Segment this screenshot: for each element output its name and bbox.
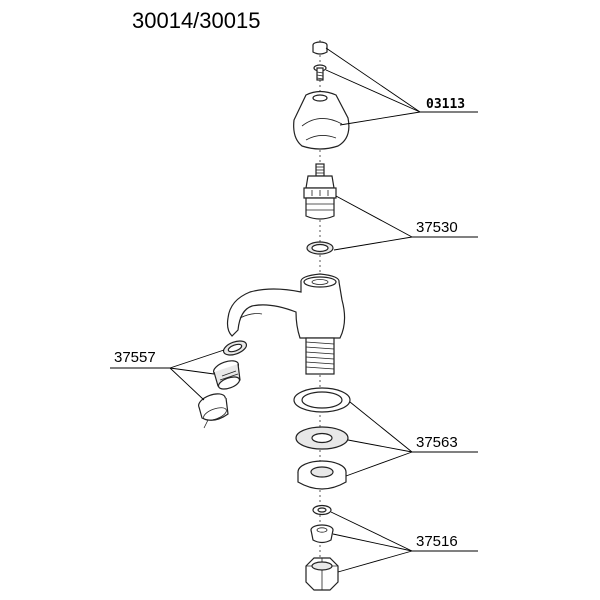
cartridge-part bbox=[303, 163, 337, 220]
hex-nut-part bbox=[305, 557, 339, 591]
part-number-03113: 03113 bbox=[426, 97, 465, 112]
flange-nut-part bbox=[297, 460, 347, 490]
large-washer-part bbox=[293, 387, 351, 413]
diagram-title: 30014/30015 bbox=[132, 8, 260, 33]
cartridge-washer-part bbox=[306, 241, 334, 255]
flat-washer-part bbox=[295, 426, 349, 450]
tap-body-part bbox=[226, 273, 346, 375]
small-washer-part bbox=[312, 504, 332, 516]
leader-37530 bbox=[333, 195, 478, 251]
cone-washer-part bbox=[310, 524, 334, 544]
part-number-37530: 37530 bbox=[416, 219, 458, 236]
leader-37563 bbox=[345, 401, 478, 477]
screw-part bbox=[313, 64, 327, 81]
part-number-37516: 37516 bbox=[416, 533, 458, 550]
part-number-37557: 37557 bbox=[114, 349, 156, 366]
aerator-washer-part bbox=[222, 340, 248, 356]
leader-03113 bbox=[325, 47, 478, 126]
aerator-housing-part bbox=[198, 393, 229, 429]
handle-part bbox=[293, 90, 350, 150]
cap-part bbox=[312, 41, 328, 55]
leader-37557 bbox=[110, 349, 225, 401]
aerator-insert-part bbox=[213, 360, 241, 390]
leader-37516 bbox=[330, 511, 478, 573]
part-number-37563: 37563 bbox=[416, 434, 458, 451]
